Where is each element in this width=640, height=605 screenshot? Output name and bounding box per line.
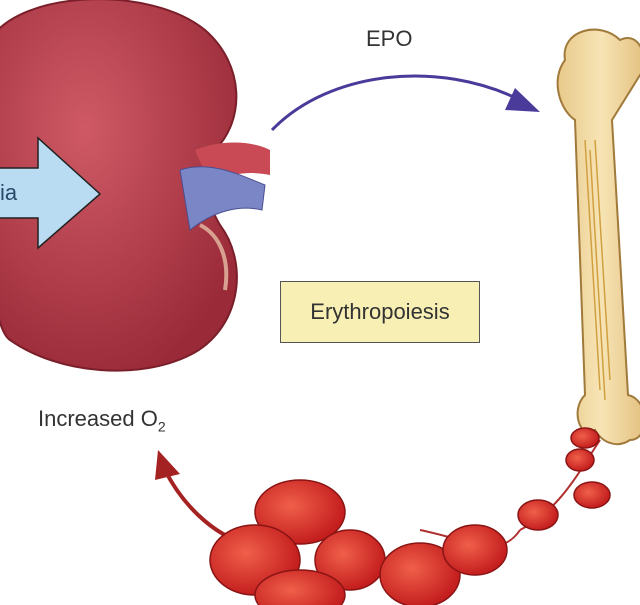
epo-label: EPO bbox=[366, 26, 413, 51]
increased-o2-arrow-head bbox=[155, 450, 180, 480]
o2-subscript: 2 bbox=[157, 418, 166, 435]
bone-illustration bbox=[556, 28, 640, 446]
red-blood-cells bbox=[209, 427, 611, 605]
epo-arrow-head bbox=[505, 88, 540, 112]
kidney-illustration bbox=[0, 0, 270, 372]
epo-arrow bbox=[270, 74, 521, 132]
hypoxia-arrow bbox=[0, 136, 102, 250]
erythropoiesis-label: Erythropoiesis bbox=[310, 299, 450, 324]
hypoxia-label-fragment: ia bbox=[0, 180, 18, 205]
increased-o2-text: Increased O bbox=[38, 406, 158, 431]
erythropoiesis-label-box: Erythropoiesis bbox=[280, 281, 480, 343]
increased-o2-label: Increased O2 bbox=[38, 406, 166, 434]
